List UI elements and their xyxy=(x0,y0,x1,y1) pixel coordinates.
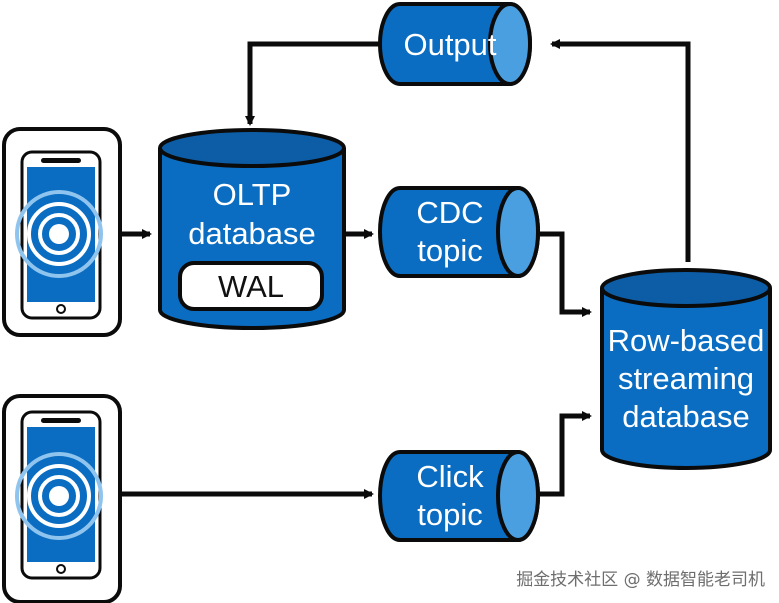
arrow-click-to-streaming xyxy=(540,411,592,497)
watermark: 掘金技术社区 @ 数据智能老司机 xyxy=(516,570,765,590)
connectors xyxy=(122,39,691,499)
broadcast-icon xyxy=(15,190,103,278)
wal-box xyxy=(178,261,324,311)
phone-top xyxy=(2,127,122,337)
streaming-database: Row-based streaming database xyxy=(600,268,772,470)
output-topic: Output xyxy=(378,2,532,86)
arrow-streaming-to-output xyxy=(550,39,691,262)
cdc-label-line1: CDC xyxy=(416,195,483,230)
arrow-cdc-to-streaming xyxy=(540,231,592,317)
output-label: Output xyxy=(403,27,496,62)
cdc-label-line2: topic xyxy=(417,233,482,268)
arrow-output-to-oltp xyxy=(245,41,380,126)
phone-bottom xyxy=(2,394,122,603)
streaming-label-line3: database xyxy=(622,399,750,434)
broadcast-icon xyxy=(15,452,103,540)
oltp-database: OLTP database WAL xyxy=(158,128,346,330)
oltp-label-line2: database xyxy=(188,216,316,251)
cdc-topic: CDC topic xyxy=(378,186,540,278)
streaming-label-line1: Row-based xyxy=(608,323,765,358)
click-topic: Click topic xyxy=(378,450,540,542)
click-label-line2: topic xyxy=(417,497,482,532)
streaming-label-line2: streaming xyxy=(618,361,754,396)
wal-label: WAL xyxy=(218,269,284,304)
oltp-label-line1: OLTP xyxy=(213,177,292,212)
click-label-line1: Click xyxy=(416,459,484,494)
